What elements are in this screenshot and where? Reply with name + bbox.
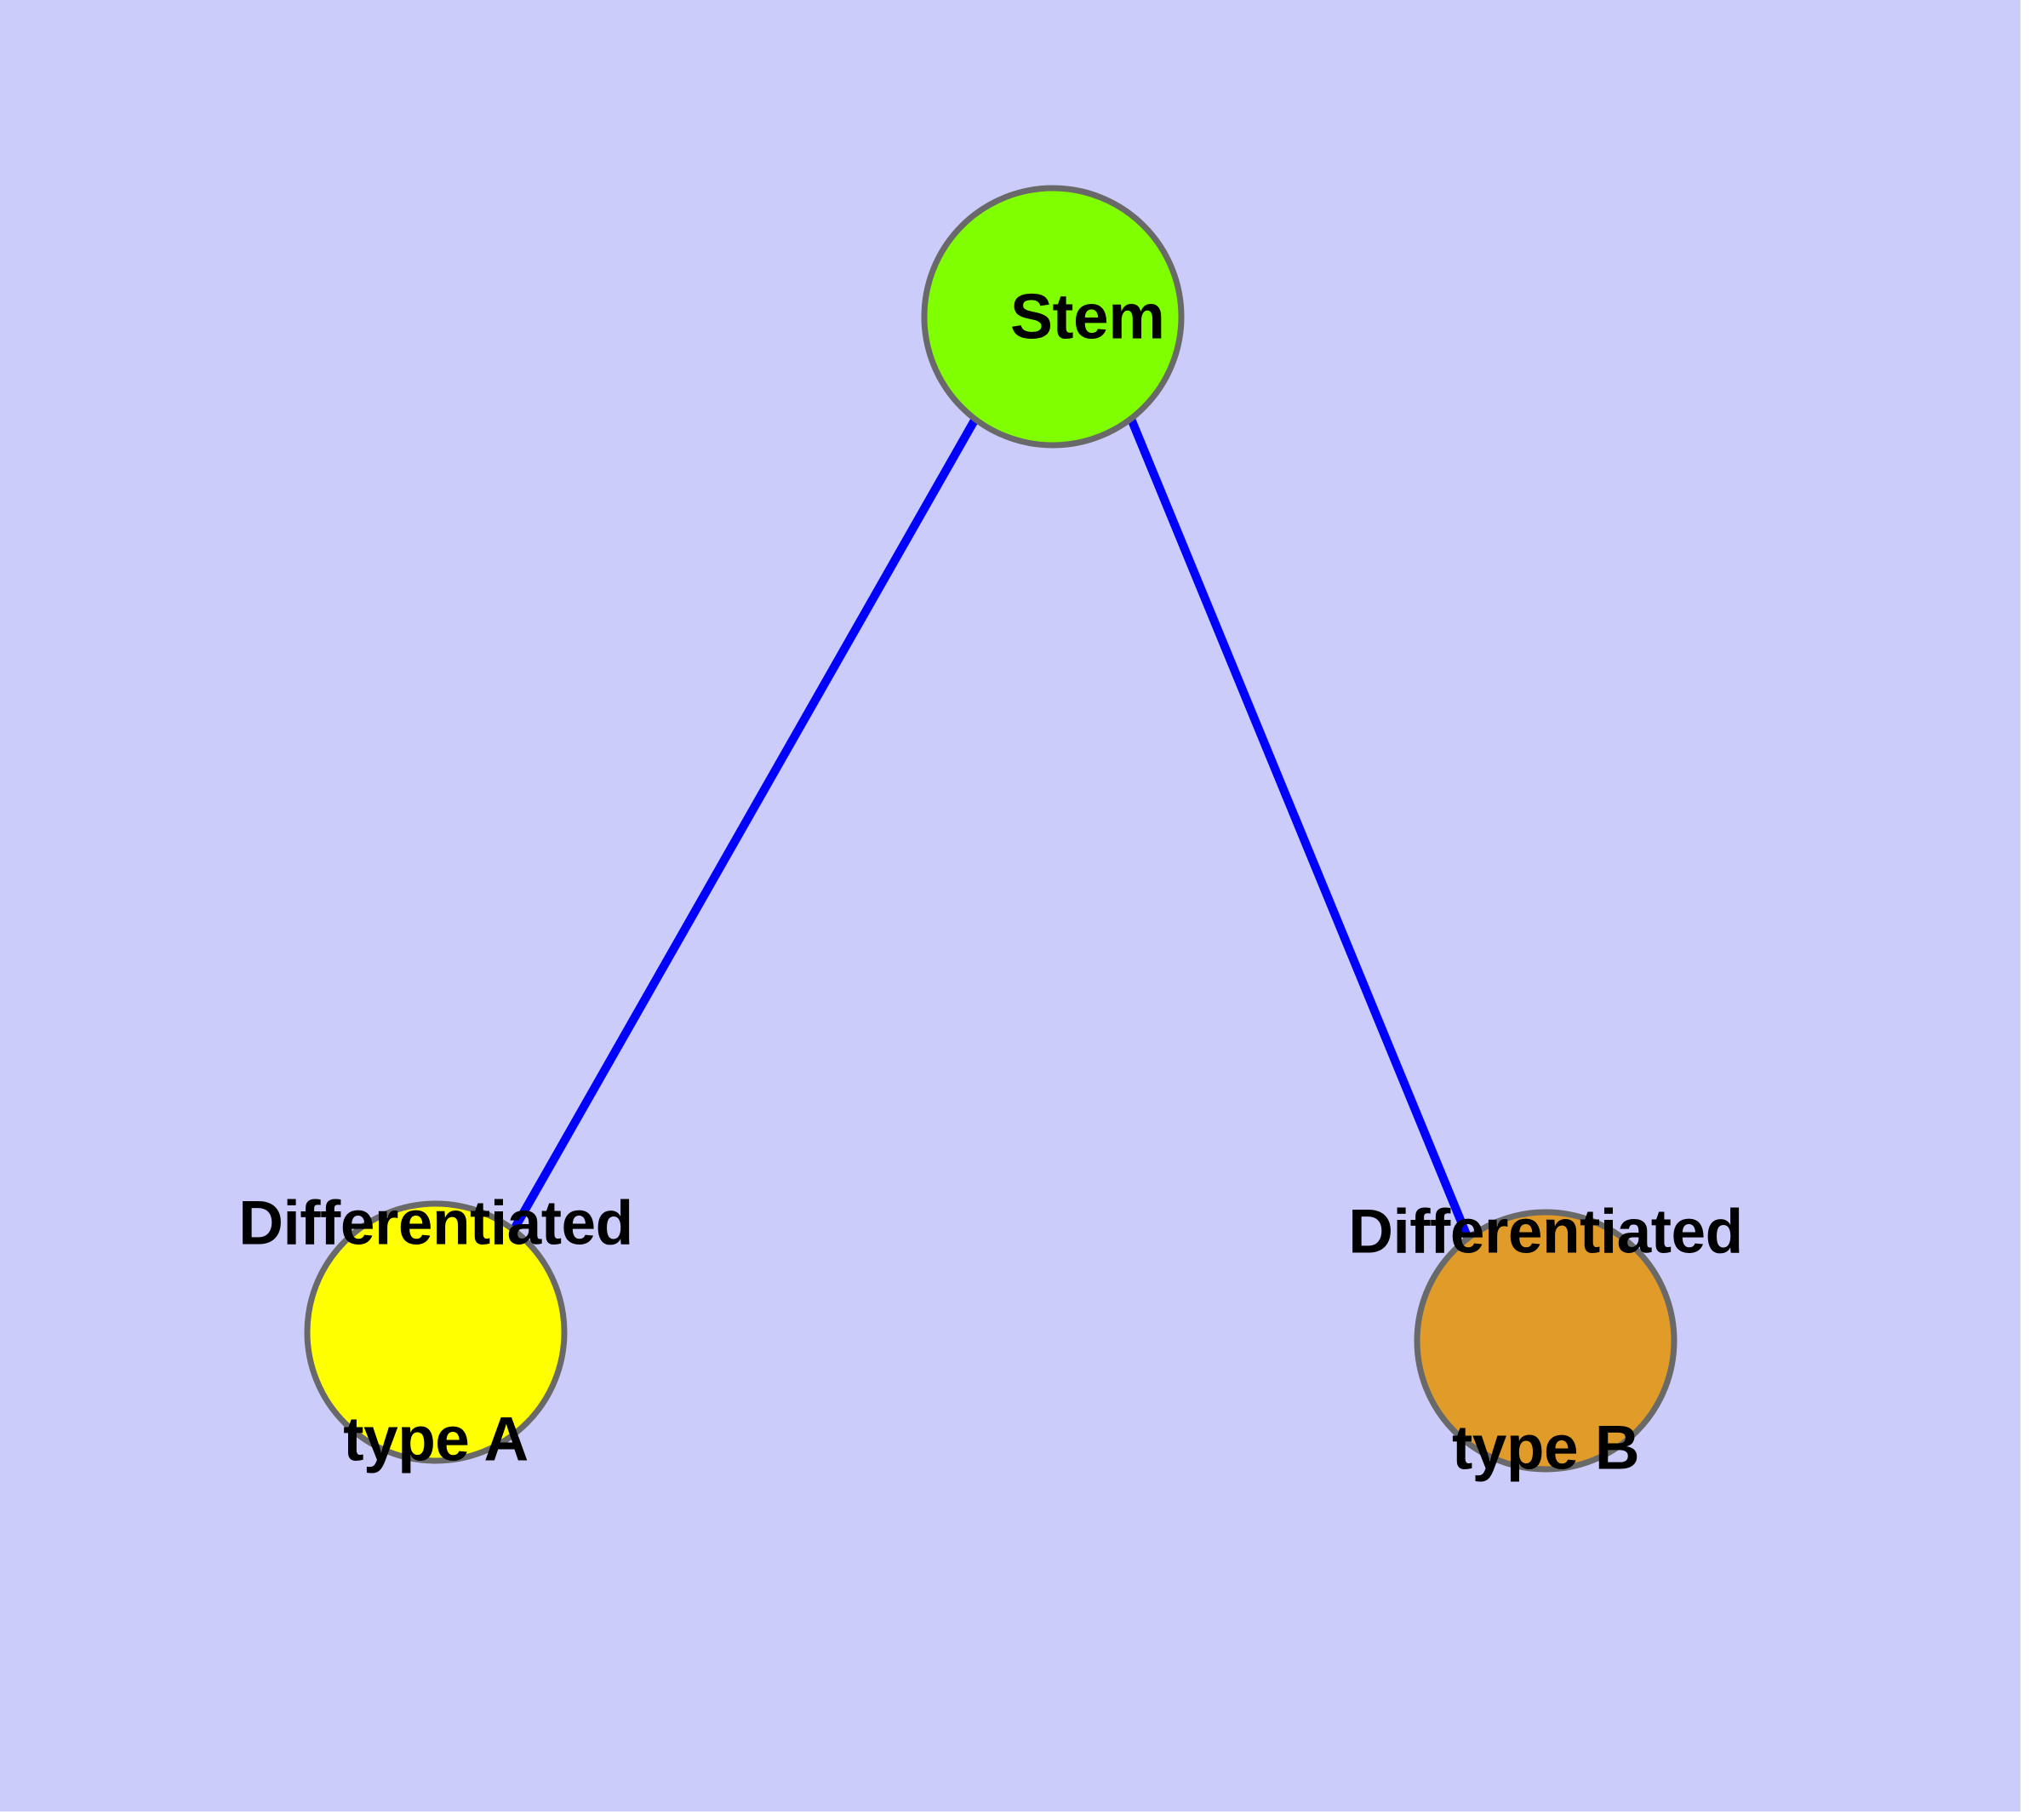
edge-stem-to-type-b (1127, 417, 1472, 1240)
edge-stem-to-type-a (510, 416, 980, 1232)
edge-layer (510, 416, 1472, 1240)
node-differentiated-type-b-circle[interactable] (1414, 1209, 1677, 1473)
node-differentiated-type-a-circle[interactable] (304, 1200, 568, 1464)
node-stem-circle[interactable] (921, 185, 1185, 449)
node-layer (304, 185, 1677, 1473)
